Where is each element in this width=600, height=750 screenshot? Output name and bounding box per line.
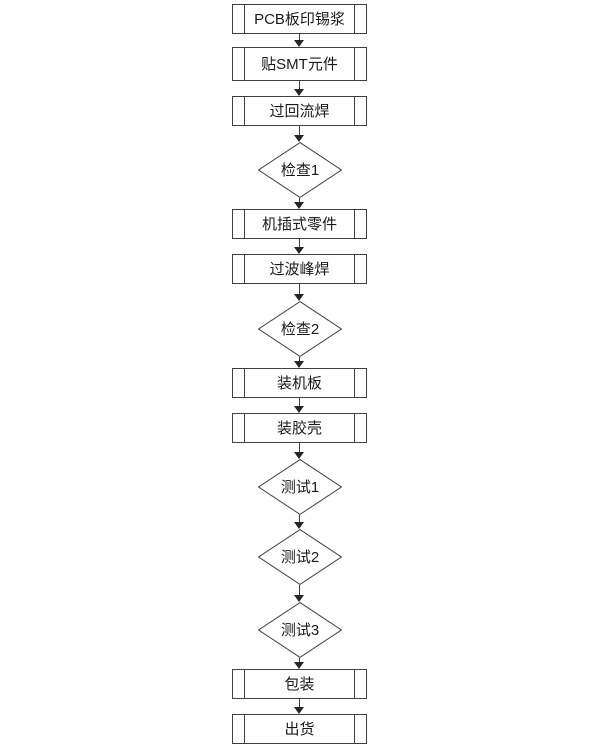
down-arrow bbox=[294, 34, 305, 47]
arrow-head bbox=[294, 294, 304, 301]
node-label: 包装 bbox=[284, 675, 315, 693]
process-side-bar bbox=[244, 369, 245, 397]
arrow-head bbox=[294, 89, 304, 96]
node-pcb-solder-paste-printing: PCB板印锡浆 bbox=[232, 4, 367, 34]
down-arrow bbox=[294, 585, 305, 602]
node-label: 检查1 bbox=[280, 161, 320, 179]
arrow-head bbox=[294, 522, 304, 529]
node-label: 装胶壳 bbox=[276, 419, 322, 437]
diamond-shape bbox=[258, 301, 342, 357]
down-arrow bbox=[294, 699, 305, 714]
process-side-bar bbox=[354, 715, 355, 743]
node-label: 测试1 bbox=[280, 478, 320, 496]
down-arrow bbox=[294, 443, 305, 459]
node-label: 测试2 bbox=[280, 548, 320, 566]
node-label: 过回流焊 bbox=[269, 102, 330, 120]
arrow-shaft bbox=[299, 658, 300, 664]
process-side-bar bbox=[354, 5, 355, 33]
node-label: 测试3 bbox=[280, 621, 320, 639]
node-label: 贴SMT元件 bbox=[261, 55, 338, 73]
arrow-head bbox=[294, 247, 304, 254]
down-arrow bbox=[294, 357, 305, 368]
diamond-shape bbox=[258, 602, 342, 658]
down-arrow bbox=[294, 126, 305, 142]
arrow-shaft bbox=[299, 585, 300, 597]
node-label: PCB板印锡浆 bbox=[254, 10, 345, 28]
arrow-shaft bbox=[299, 398, 300, 408]
node-through-hole-parts-insertion: 机插式零件 bbox=[232, 209, 367, 239]
arrow-shaft bbox=[299, 239, 300, 249]
arrow-head bbox=[294, 40, 304, 47]
arrow-shaft bbox=[299, 34, 300, 42]
arrow-shaft bbox=[299, 126, 300, 137]
process-side-bar bbox=[354, 97, 355, 125]
down-arrow bbox=[294, 81, 305, 96]
process-side-bar bbox=[244, 5, 245, 33]
arrow-shaft bbox=[299, 198, 300, 204]
process-side-bar bbox=[354, 210, 355, 238]
arrow-head bbox=[294, 595, 304, 602]
down-arrow bbox=[294, 239, 305, 254]
process-side-bar bbox=[354, 255, 355, 283]
process-side-bar bbox=[244, 670, 245, 698]
node-label: 检查2 bbox=[280, 320, 320, 338]
arrow-shaft bbox=[299, 81, 300, 91]
node-label: 出货 bbox=[284, 720, 315, 738]
process-side-bar bbox=[244, 210, 245, 238]
arrow-head bbox=[294, 452, 304, 459]
process-side-bar bbox=[354, 414, 355, 442]
arrow-head bbox=[294, 361, 304, 368]
arrow-shaft bbox=[299, 284, 300, 296]
process-side-bar bbox=[354, 369, 355, 397]
node-packing: 包装 bbox=[232, 669, 367, 699]
process-side-bar bbox=[244, 255, 245, 283]
arrow-shaft bbox=[299, 699, 300, 709]
process-side-bar bbox=[244, 715, 245, 743]
down-arrow bbox=[294, 398, 305, 413]
down-arrow bbox=[294, 515, 305, 529]
process-side-bar bbox=[354, 48, 355, 80]
process-side-bar bbox=[244, 97, 245, 125]
down-arrow bbox=[294, 284, 305, 301]
process-side-bar bbox=[244, 48, 245, 80]
node-test-1: 测试1 bbox=[258, 459, 342, 515]
arrow-head bbox=[294, 707, 304, 714]
node-shipping: 出货 bbox=[232, 714, 367, 744]
arrow-head bbox=[294, 406, 304, 413]
node-test-3: 测试3 bbox=[258, 602, 342, 658]
node-inspection-1: 检查1 bbox=[258, 142, 342, 198]
diamond-shape bbox=[258, 459, 342, 515]
node-board-assembly: 装机板 bbox=[232, 368, 367, 398]
process-side-bar bbox=[244, 414, 245, 442]
arrow-shaft bbox=[299, 515, 300, 524]
node-inspection-2: 检查2 bbox=[258, 301, 342, 357]
diamond-shape bbox=[258, 142, 342, 198]
down-arrow bbox=[294, 198, 305, 209]
node-reflow-soldering: 过回流焊 bbox=[232, 96, 367, 126]
node-label: 机插式零件 bbox=[261, 215, 337, 233]
node-label: 装机板 bbox=[276, 374, 322, 392]
node-wave-soldering: 过波峰焊 bbox=[232, 254, 367, 284]
node-plastic-case-assembly: 装胶壳 bbox=[232, 413, 367, 443]
arrow-shaft bbox=[299, 357, 300, 363]
arrow-head bbox=[294, 135, 304, 142]
arrow-shaft bbox=[299, 443, 300, 454]
diamond-shape bbox=[258, 529, 342, 585]
arrow-head bbox=[294, 662, 304, 669]
node-test-2: 测试2 bbox=[258, 529, 342, 585]
down-arrow bbox=[294, 658, 305, 669]
process-side-bar bbox=[354, 670, 355, 698]
node-label: 过波峰焊 bbox=[269, 260, 330, 278]
arrow-head bbox=[294, 202, 304, 209]
node-smt-placement: 贴SMT元件 bbox=[232, 47, 367, 81]
